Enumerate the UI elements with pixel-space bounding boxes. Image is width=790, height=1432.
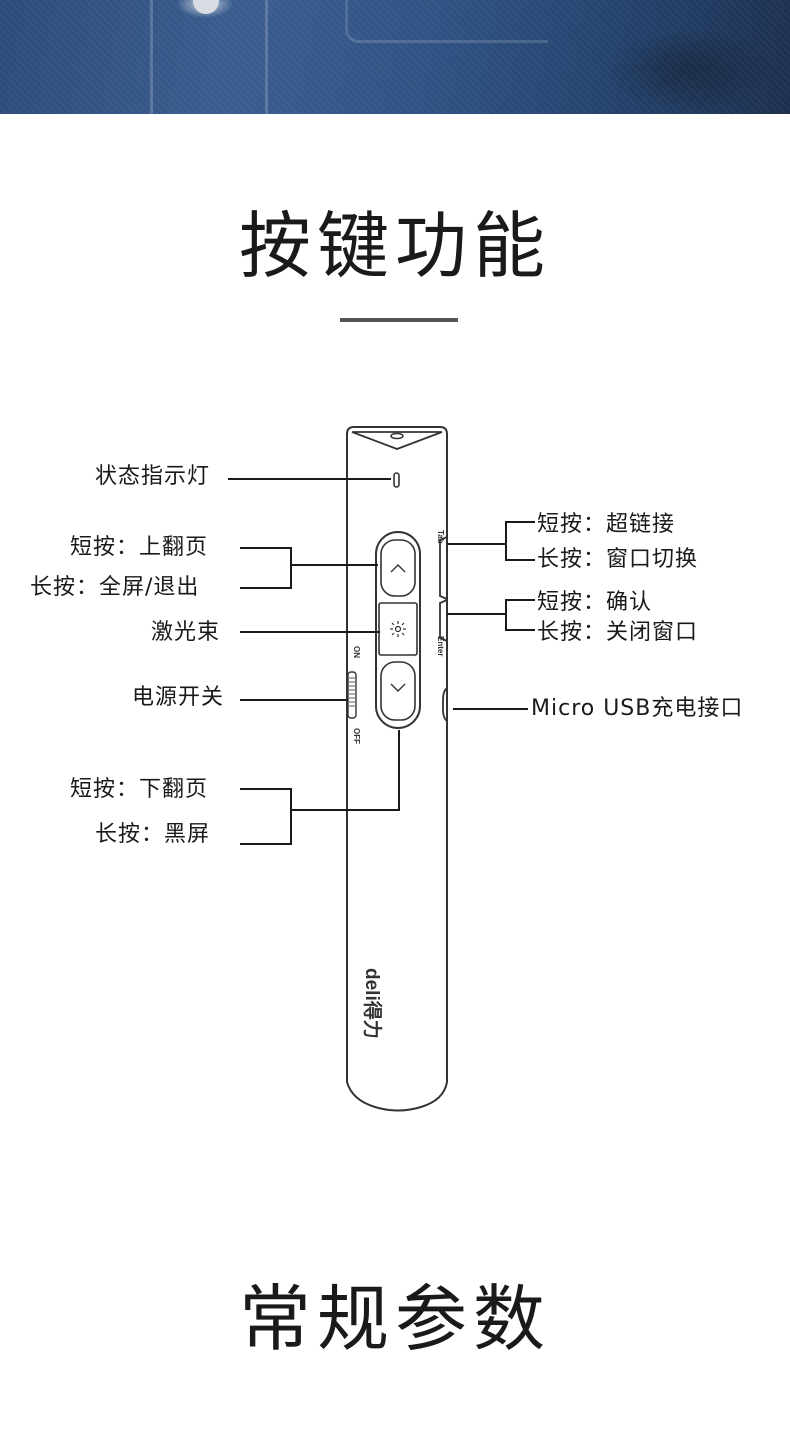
leader-bracket (505, 521, 507, 561)
hero-photo-strip (0, 0, 790, 114)
shirt-pocket (345, 0, 548, 43)
leader-line (240, 547, 292, 549)
label-down-short: 短按：下翻页 (70, 777, 209, 802)
label-enter-short: 短按：确认 (537, 590, 653, 615)
section-title-button-functions: 按键功能 (238, 204, 551, 288)
device-marking-on: ON (352, 646, 361, 658)
enter-side-key (439, 599, 448, 642)
leader-line-tab-key (447, 543, 507, 545)
leader-line (240, 843, 292, 845)
shirt-seam (150, 0, 153, 114)
device-marking-off: OFF (352, 728, 361, 744)
leader-line (505, 599, 535, 601)
label-usb-port: Micro USB充电接口 (531, 696, 744, 721)
leader-line (240, 587, 292, 589)
leader-line-power-switch (240, 699, 348, 701)
leader-line-down-button (290, 809, 400, 811)
leader-line-status-light (228, 478, 391, 480)
device-marking-tab: Tab (436, 530, 445, 544)
denim-texture (0, 0, 790, 114)
label-laser: 激光束 (151, 620, 221, 645)
device-marking-enter: Enter (436, 636, 445, 656)
laser-star-icon (390, 621, 406, 637)
leader-line-laser (240, 631, 380, 633)
up-button (380, 539, 416, 597)
section-title-specs: 常规参数 (238, 1277, 551, 1361)
down-button (380, 661, 416, 721)
leader-bracket (505, 599, 507, 631)
leader-line-enter-key (447, 613, 507, 615)
label-enter-long: 长按：关闭窗口 (537, 620, 699, 645)
leader-bracket (290, 788, 292, 845)
status-led (393, 472, 400, 488)
label-up-long: 长按：全屏/退出 (30, 575, 200, 600)
label-tab-long: 长按：窗口切换 (537, 547, 699, 572)
tab-side-key (439, 536, 448, 600)
label-down-long: 长按：黑屏 (95, 822, 211, 847)
chevron-up-icon (390, 564, 406, 573)
device-body (346, 426, 448, 1112)
leader-line (505, 521, 535, 523)
label-tab-short: 短按：超链接 (537, 512, 676, 537)
shirt-seam (265, 0, 268, 114)
label-power-switch: 电源开关 (132, 685, 225, 710)
shirt-button (193, 0, 219, 14)
device-top-cap (351, 431, 443, 450)
leader-line-usb (453, 708, 528, 710)
brand-logo: deli得力 (361, 968, 384, 1039)
chevron-down-icon (390, 683, 406, 692)
laser-button (378, 602, 418, 656)
leader-bracket (290, 547, 292, 589)
power-switch (347, 671, 357, 719)
leader-line (505, 559, 535, 561)
leader-line (505, 629, 535, 631)
label-up-short: 短按：上翻页 (70, 535, 209, 560)
usb-port (442, 687, 448, 722)
button-pill (375, 531, 421, 729)
leader-line-down-button (398, 730, 400, 811)
leader-line (240, 788, 292, 790)
leader-line-up-button (290, 564, 378, 566)
label-status-light: 状态指示灯 (95, 464, 211, 489)
title-divider (340, 318, 458, 322)
